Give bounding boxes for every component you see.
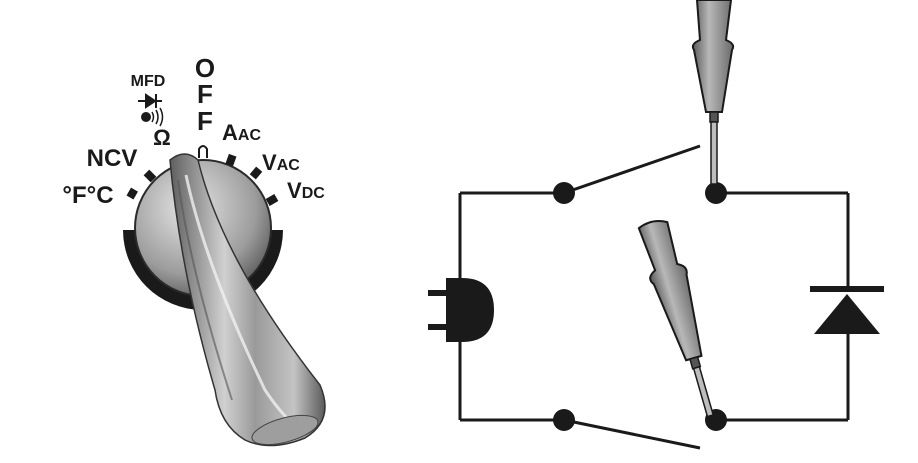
label-temperature: °F°C <box>62 182 113 209</box>
switch-bottom-blade <box>563 418 701 450</box>
switch-top-blade <box>563 144 701 195</box>
probe-bottom <box>637 220 715 418</box>
dial-knob <box>169 153 326 447</box>
label-ncv: NCV <box>87 145 138 172</box>
label-vac: VAC <box>262 150 300 175</box>
label-amps: AAC <box>222 120 261 145</box>
circuit <box>458 144 850 450</box>
terminal-top-right <box>705 182 727 204</box>
label-mfd: MFD <box>131 73 166 90</box>
label-off-f2: F <box>197 106 213 136</box>
label-off-o: O <box>195 53 215 83</box>
selector-dial: O F F MFD Ω NCV °F°C AAC VAC VDC <box>62 53 326 447</box>
diode-continuity-icon <box>138 93 164 127</box>
plug-icon <box>428 278 494 342</box>
label-ohm: Ω <box>153 125 171 150</box>
dial-ticks <box>126 153 279 206</box>
label-off-f1: F <box>197 79 213 109</box>
label-vdc: VDC <box>287 178 325 203</box>
dial-off-marker <box>198 145 208 158</box>
diode-icon <box>810 286 884 334</box>
terminal-bottom-left <box>553 409 575 431</box>
probe-top <box>691 0 735 185</box>
terminal-top-left <box>553 182 575 204</box>
